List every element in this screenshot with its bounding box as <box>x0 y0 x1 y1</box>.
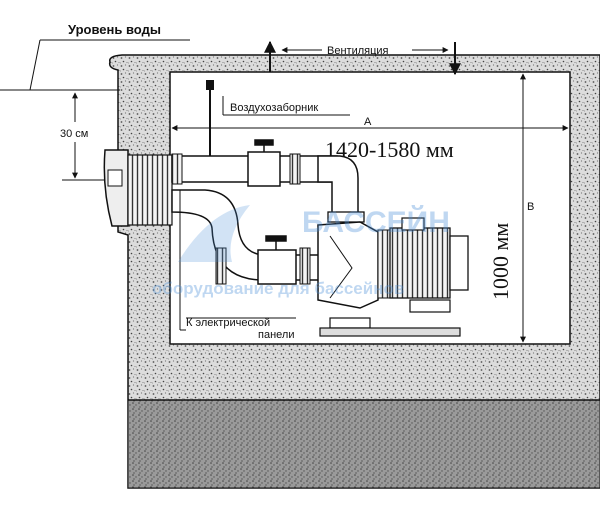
pipe-unions <box>171 153 311 285</box>
watermark-subtitle: оборудование для бассейнов <box>152 279 404 298</box>
depth-dimension: 30 см <box>60 92 108 181</box>
dimension-b-letter: B <box>527 201 534 213</box>
ventilation-indicator: Вентиляция <box>264 40 461 76</box>
electrical-panel-label-2: панели <box>258 329 294 341</box>
pump-assembly <box>317 211 469 337</box>
dimension-b-value: 1000 мм <box>488 223 513 300</box>
ventilation-label: Вентиляция <box>327 45 389 57</box>
dimension-b: B 1000 мм <box>488 73 534 343</box>
watermark: БАССЕЙН оборудование для бассейнов <box>152 205 450 298</box>
soil-layer <box>127 399 600 489</box>
skimmer-fitting <box>103 149 173 227</box>
pipework <box>171 139 359 285</box>
water-level-label: Уровень воды <box>68 22 161 37</box>
water-level-indicator: Уровень воды <box>0 22 190 91</box>
electrical-panel-callout: К электрической панели <box>179 190 296 341</box>
electrical-panel-label-1: К электрической <box>186 317 270 329</box>
air-intake-label: Воздухозаборник <box>230 102 318 114</box>
dimension-a-letter: A <box>364 116 372 128</box>
air-intake: Воздухозаборник <box>206 80 350 160</box>
depth-label: 30 см <box>60 128 88 140</box>
watermark-title: БАССЕЙН <box>302 205 450 239</box>
